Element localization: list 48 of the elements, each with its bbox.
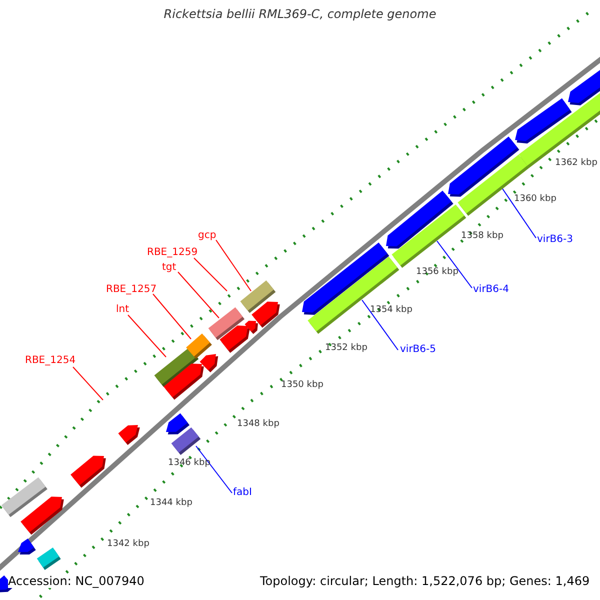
leader-line — [194, 258, 228, 292]
gene-label: RBE_1257 — [106, 284, 157, 295]
position-label: 1362 kbp — [555, 159, 598, 169]
gene-block — [220, 325, 250, 353]
position-label: 1358 kbp — [461, 232, 504, 242]
accession-text: Accession: NC_007940 — [8, 575, 144, 588]
leader-line — [362, 300, 398, 350]
gene-label: tgt — [162, 262, 176, 273]
leader-line — [502, 188, 536, 238]
position-label: 1352 kbp — [325, 344, 368, 354]
leader-line — [178, 272, 220, 318]
leader-line — [196, 446, 232, 494]
leader-line — [128, 314, 166, 358]
position-label: 1360 kbp — [514, 195, 556, 205]
gene-block — [166, 413, 190, 434]
position-label: 1354 kbp — [370, 306, 412, 316]
position-label: 1348 kbp — [237, 420, 280, 430]
leader-line — [72, 366, 104, 400]
gene-label: virB6-5 — [400, 344, 436, 355]
gene-label: gcp — [198, 230, 216, 241]
gene-block — [200, 354, 218, 372]
gene-bar — [36, 547, 61, 570]
gene-block — [18, 538, 36, 554]
gene-block — [252, 302, 280, 328]
gene-label: virB6-4 — [473, 284, 510, 295]
position-label: 1344 kbp — [150, 499, 192, 509]
title: Rickettsia bellii RML369-C, complete genome — [162, 8, 438, 22]
gene-block — [164, 364, 204, 400]
genome-summary: Topology: circular; Length: 1,522,076 bp; Genes: 1,469 — [260, 575, 590, 588]
gene-bar — [171, 427, 201, 456]
gene-label: lnt — [116, 304, 130, 315]
leader-line — [436, 240, 472, 288]
gene-block — [568, 69, 600, 106]
gene-block — [20, 496, 64, 535]
gene-label: RBE_1254 — [25, 355, 76, 366]
gene-label: virB6-3 — [537, 234, 574, 245]
gene-label: RBE_1259 — [147, 247, 198, 258]
gene-block — [118, 425, 140, 445]
gene-label: fabI — [233, 487, 252, 498]
position-label: 1346 kbp — [168, 459, 210, 469]
position-label: 1356 kbp — [416, 268, 458, 278]
gene-bar — [186, 333, 212, 359]
position-label: 1342 kbp — [107, 540, 150, 550]
gene-block — [70, 456, 106, 488]
position-label: 1350 kbp — [281, 381, 324, 391]
leader-line — [216, 240, 252, 292]
leader-line — [152, 294, 192, 340]
gene-block — [244, 320, 258, 334]
